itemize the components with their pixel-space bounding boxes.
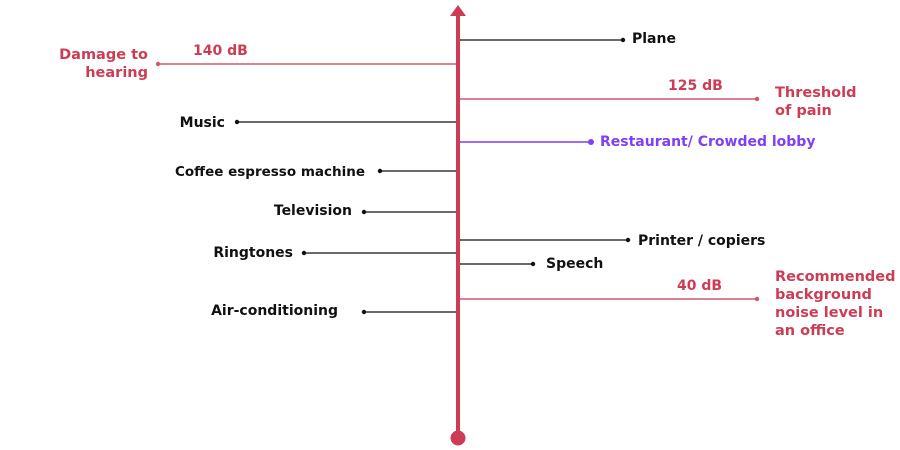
source-restaurant bbox=[460, 139, 594, 145]
threshold-dot bbox=[155, 61, 161, 67]
source-dot bbox=[530, 261, 536, 267]
source-label-television: Television bbox=[273, 203, 352, 219]
source-label-coffee: Coffee espresso machine bbox=[174, 164, 365, 180]
source-label-printer: Printer / copiers bbox=[638, 233, 766, 249]
source-dot bbox=[361, 309, 367, 315]
threshold-value-40: 40 dB bbox=[677, 278, 723, 294]
threshold-dot bbox=[754, 96, 760, 102]
axis-origin-dot bbox=[450, 430, 466, 446]
source-dot bbox=[234, 119, 240, 125]
threshold-title-125: Threshold of pain bbox=[775, 85, 857, 119]
threshold-dot bbox=[754, 296, 760, 302]
threshold-140 bbox=[155, 61, 456, 67]
source-dot bbox=[625, 237, 631, 243]
source-ringtones bbox=[301, 250, 456, 256]
threshold-40 bbox=[460, 296, 760, 302]
source-dot bbox=[620, 37, 626, 43]
source-label-speech: Speech bbox=[546, 256, 604, 272]
source-label-plane: Plane bbox=[632, 31, 676, 47]
source-label-restaurant: Restaurant/ Crowded lobby bbox=[600, 134, 816, 150]
threshold-value-140: 140 dB bbox=[193, 43, 248, 59]
source-dot bbox=[301, 250, 307, 256]
source-printer bbox=[460, 237, 631, 243]
source-speech bbox=[460, 261, 536, 267]
source-air-conditioning bbox=[361, 309, 456, 315]
source-label-ringtones: Ringtones bbox=[213, 245, 293, 261]
threshold-125 bbox=[460, 96, 760, 102]
source-label-air-conditioning: Air-conditioning bbox=[211, 303, 338, 319]
source-coffee bbox=[377, 168, 456, 174]
axis-arrow-icon bbox=[450, 5, 466, 16]
source-television bbox=[361, 209, 456, 215]
source-dot bbox=[361, 209, 367, 215]
threshold-value-125: 125 dB bbox=[668, 78, 723, 94]
source-music bbox=[234, 119, 456, 125]
source-dot bbox=[588, 139, 594, 145]
source-label-music: Music bbox=[179, 115, 225, 131]
source-plane bbox=[460, 37, 626, 43]
threshold-title-140: Damage to hearing bbox=[59, 47, 148, 81]
threshold-title-40: Recommended background noise level in an… bbox=[775, 269, 896, 339]
source-dot bbox=[377, 168, 383, 174]
